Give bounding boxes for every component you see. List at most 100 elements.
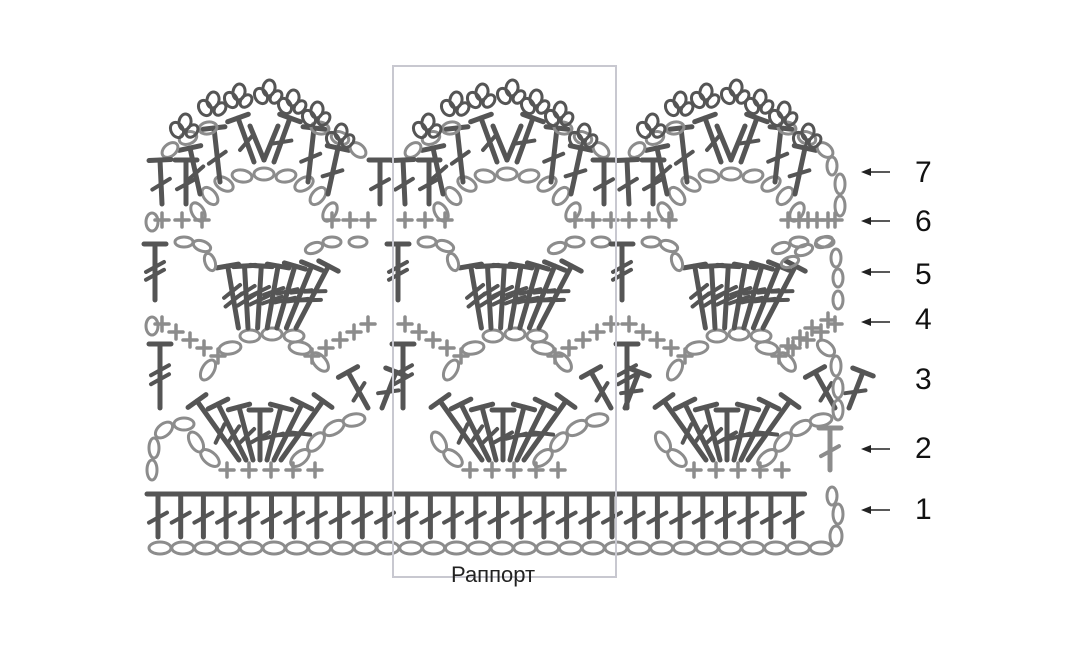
stitch-stroke	[673, 149, 695, 166]
chain-stitch	[191, 238, 213, 254]
chain-stitch	[261, 78, 277, 98]
chain-stitch	[481, 93, 497, 109]
double-crochet	[503, 261, 535, 331]
double-crochet	[780, 491, 808, 540]
chain-stitch	[671, 540, 697, 556]
stitch-stroke	[298, 297, 323, 303]
chain-stitch	[828, 524, 844, 548]
chain-stitch	[627, 141, 647, 159]
double-crochet	[468, 111, 500, 165]
row-number-2: 2	[915, 432, 932, 465]
stitch-stroke	[593, 177, 615, 192]
stitch-stroke	[144, 259, 166, 274]
stitch-stroke	[619, 388, 644, 396]
double-crochet	[293, 258, 341, 331]
stitch-stroke	[750, 263, 782, 331]
stitch-stroke	[187, 145, 203, 197]
chain-stitch	[474, 82, 490, 102]
chain-stitch	[445, 251, 461, 273]
stitch-stroke	[311, 392, 335, 410]
chain-stitch	[282, 328, 306, 344]
double-crochet	[416, 491, 444, 540]
chain-stitch	[640, 235, 662, 249]
chain-stitch	[669, 251, 685, 273]
chain-stitch	[307, 540, 333, 556]
chain-stitch	[576, 122, 592, 142]
chain-stitch	[466, 540, 492, 556]
chain-stitch	[791, 130, 809, 150]
stitch-stroke	[510, 401, 538, 413]
chain-stitch	[198, 358, 218, 382]
stitch-stroke	[642, 177, 664, 192]
chain-stitch	[170, 540, 196, 556]
chain-stitch	[268, 89, 284, 105]
double-crochet	[578, 364, 614, 411]
stitch-stroke	[766, 151, 790, 164]
chain-stitch	[741, 168, 765, 184]
stitch-stroke	[487, 510, 510, 525]
stitch-stroke	[428, 392, 452, 410]
double-crochet	[490, 123, 510, 163]
stitch-stroke	[281, 260, 308, 272]
stitch-stroke	[702, 283, 724, 299]
stitch-stroke	[351, 381, 367, 403]
stitch-stroke	[532, 396, 558, 412]
stitch-stroke	[235, 115, 257, 165]
stitch-stroke	[492, 430, 514, 445]
stitch-stroke	[299, 259, 325, 273]
stitch-stroke	[554, 392, 578, 410]
stitch-stroke	[652, 392, 676, 410]
chain-stitch	[186, 430, 206, 454]
stitch-stroke	[478, 283, 500, 299]
chain-stitch	[333, 122, 349, 142]
chain-stitch	[443, 540, 469, 556]
chain-stitch	[813, 234, 835, 250]
stitch-stroke	[238, 132, 256, 152]
stitch-stroke	[536, 263, 574, 331]
double-crochet	[141, 241, 169, 303]
double-crochet	[189, 491, 217, 540]
stitch-stroke	[767, 124, 795, 132]
chain-stitch	[740, 540, 766, 556]
chain-stitch	[525, 328, 549, 344]
chain-stitch	[825, 155, 839, 177]
stitch-stroke	[504, 286, 529, 297]
double-crochet	[515, 260, 551, 331]
chain-stitch	[535, 99, 551, 115]
repeat-label: Раппорт	[451, 562, 536, 587]
stitch-stroke	[745, 398, 793, 463]
chain-stitch	[231, 82, 247, 102]
chain-stitch	[456, 175, 478, 193]
stitch-stroke	[691, 510, 714, 525]
stitch-stroke	[759, 510, 782, 525]
chain-stitch	[196, 98, 214, 118]
chain-stitch	[421, 540, 447, 556]
double-crochet	[727, 261, 759, 331]
stitch-stroke	[185, 392, 209, 410]
stitch-stroke	[738, 115, 760, 165]
row-arrow-head	[861, 445, 871, 453]
chain-stitch	[719, 166, 743, 182]
chain-stitch	[177, 112, 193, 132]
stitch-stroke	[392, 363, 414, 378]
chain-stitch	[473, 168, 497, 184]
stitch-stroke	[454, 125, 466, 185]
chain-stitch	[833, 194, 847, 218]
stitch-stroke	[264, 404, 284, 463]
chain-stitch	[680, 175, 702, 193]
chain-stitch	[644, 112, 660, 132]
chain-stitch	[829, 247, 843, 269]
double-crochet	[643, 491, 671, 540]
double-crochet	[303, 491, 331, 540]
chain-stitch	[511, 89, 527, 105]
double-crochet	[530, 491, 558, 540]
stitch-stroke	[654, 145, 670, 197]
stitch-stroke	[264, 263, 281, 331]
chain-stitch	[252, 166, 276, 182]
stitch-stroke	[272, 295, 297, 305]
chain-stitch	[770, 240, 792, 256]
chain-stitch	[274, 168, 298, 184]
double-crochet	[246, 407, 274, 463]
chain-stitch	[580, 540, 606, 556]
stitch-stroke	[206, 149, 228, 166]
